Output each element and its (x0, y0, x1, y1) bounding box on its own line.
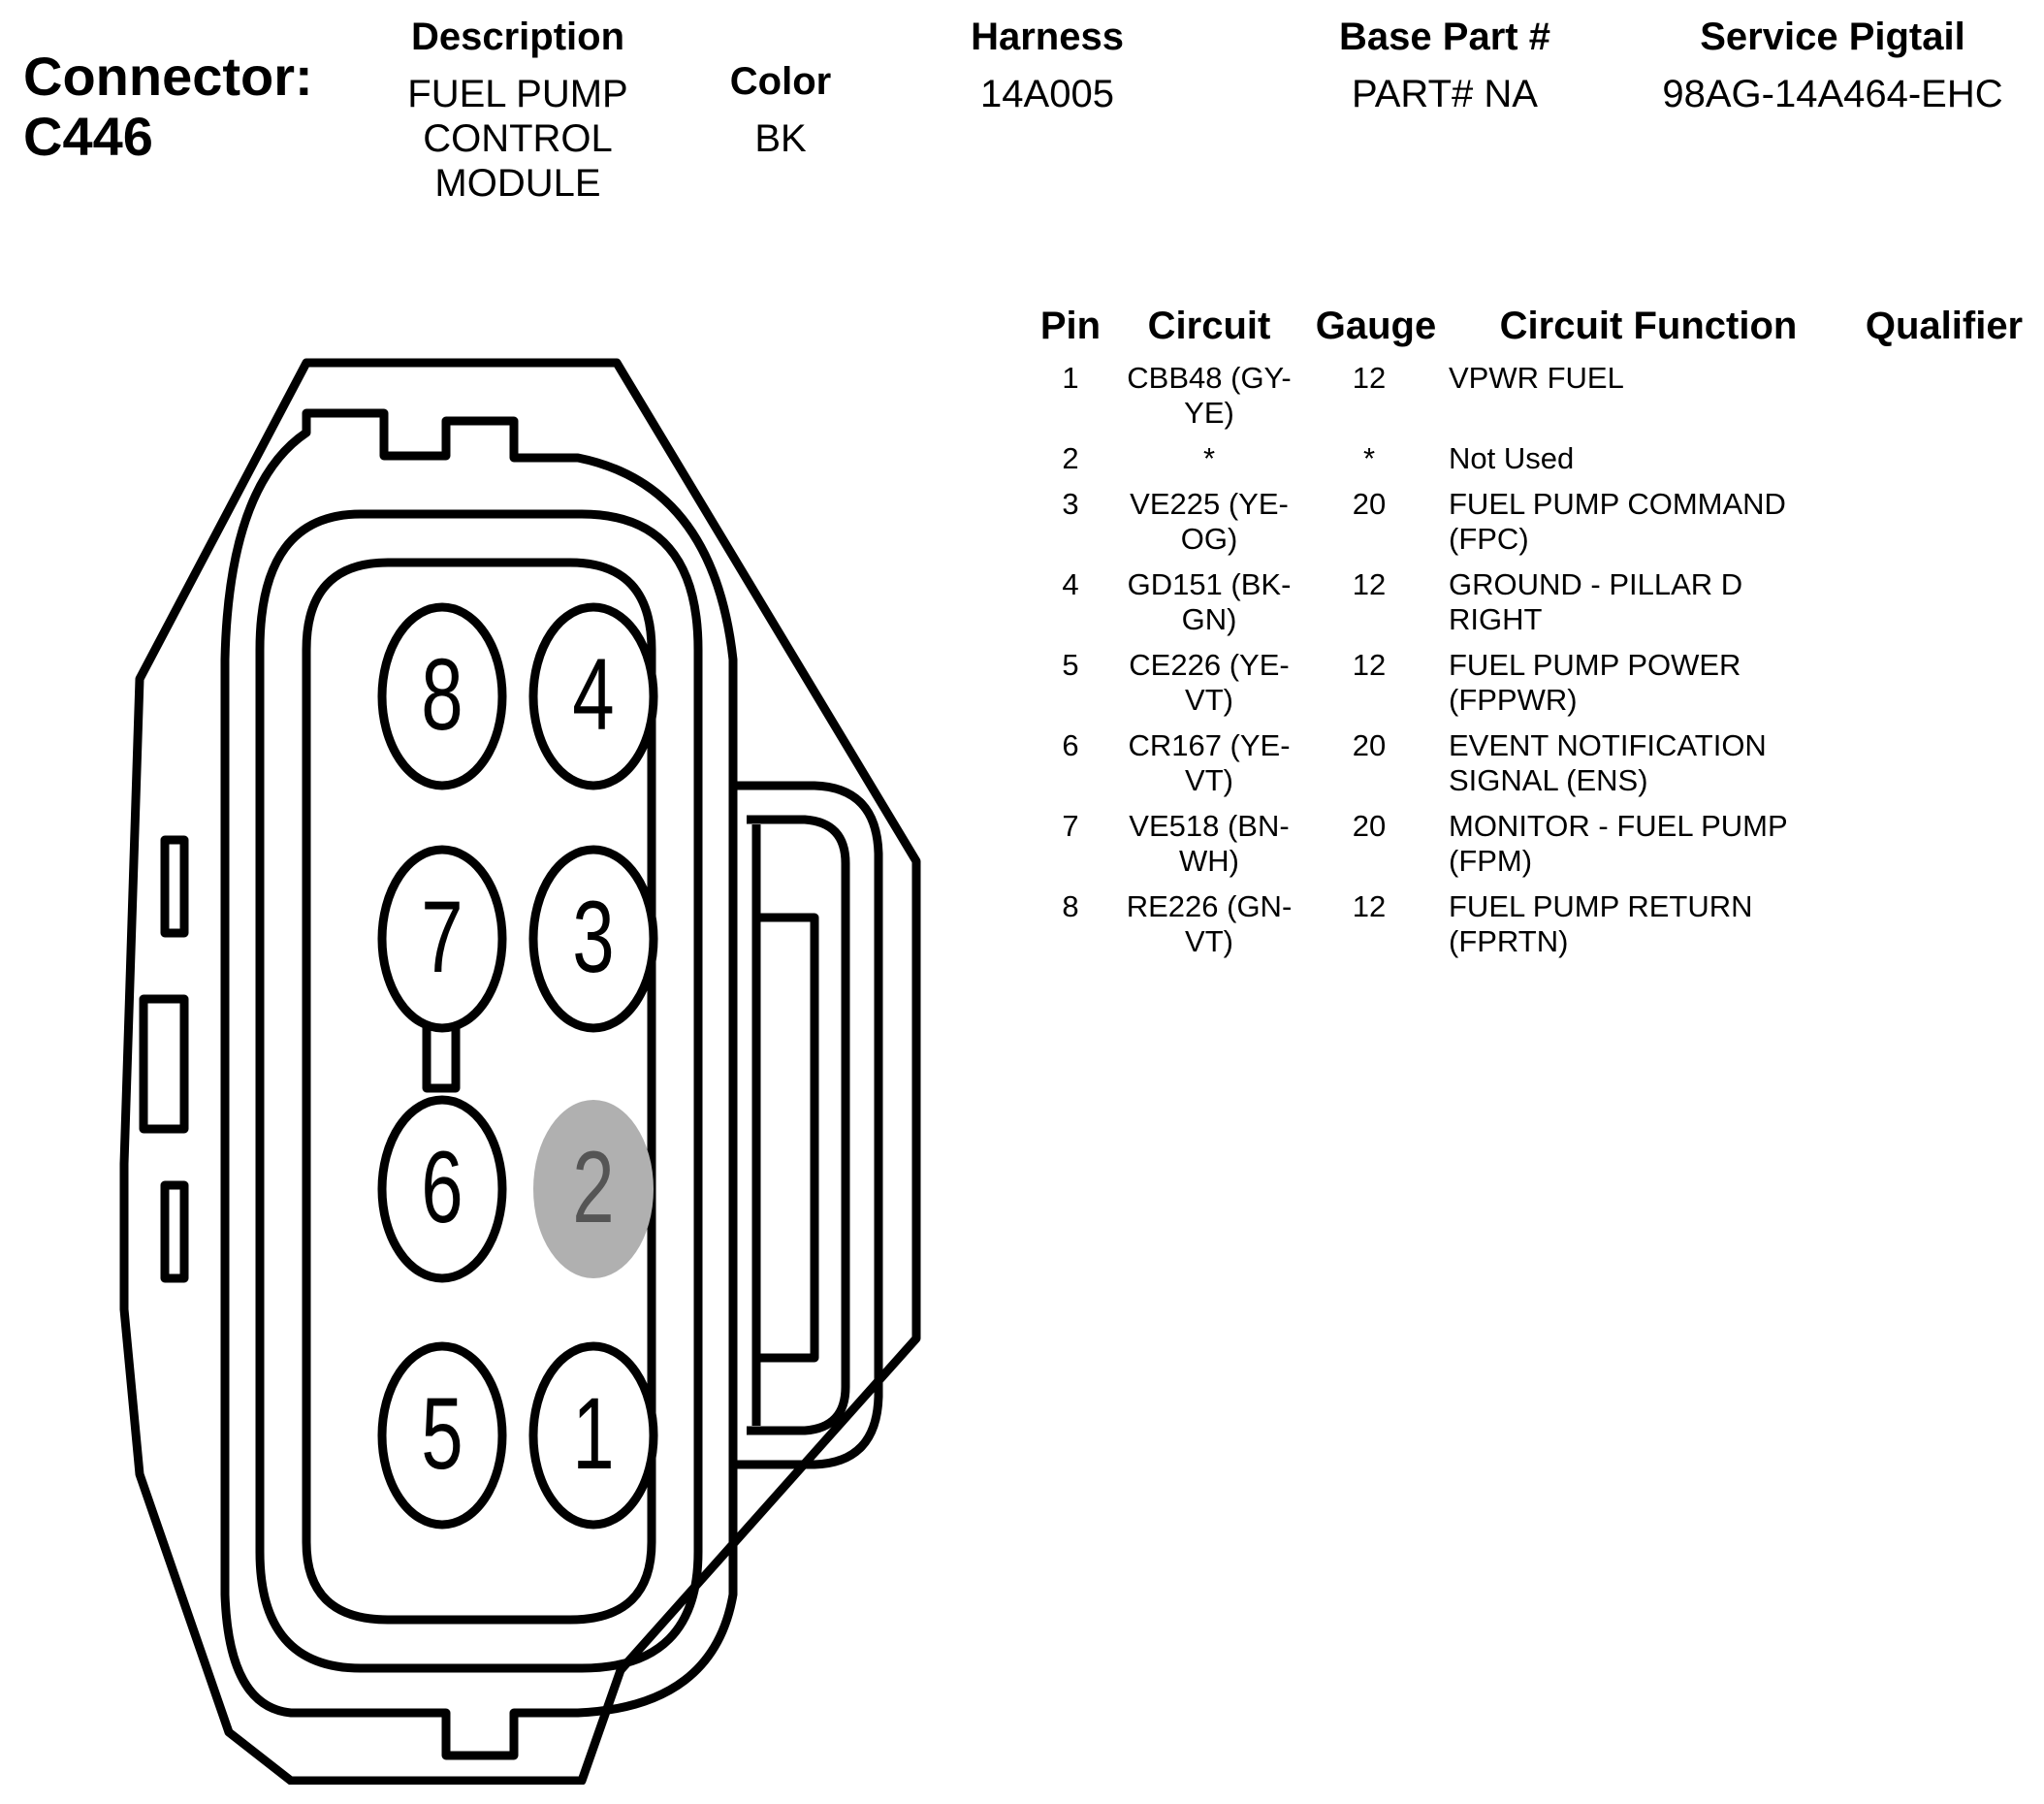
pin-5-cavity (377, 1341, 507, 1530)
left-rib-middle (139, 994, 189, 1134)
function-cell: FUEL PUMP COMMAND(FPC) (1449, 487, 1786, 556)
pin-number: 6 (1062, 728, 1079, 762)
service-pigtail-header: Service Pigtail (1700, 16, 1965, 58)
base-part-value: PART# NA (1352, 73, 1538, 115)
connector-label: Connector: (23, 46, 313, 107)
description-value-line-1: FUEL PUMP (407, 73, 628, 115)
gauge-cell: 12 (1352, 648, 1387, 682)
pin-2-label: 2 (572, 1130, 614, 1244)
color-header: Color (729, 60, 832, 103)
pin-6-label: 6 (421, 1130, 463, 1244)
circuit-cell: CBB48 (GY-YE) (1127, 361, 1292, 430)
table-row: 2 * * Not Used (1028, 441, 2036, 519)
pin-4-cavity (528, 602, 658, 790)
pin-column-header: Pin (1039, 305, 1102, 347)
gauge-cell: 12 (1352, 889, 1387, 923)
pin-2-cavity (533, 1100, 654, 1278)
connector-shroud (220, 408, 738, 1760)
pin-8-label: 8 (421, 637, 463, 752)
qualifier-column-header: Qualifier (1865, 305, 2024, 347)
description-value-line-2: CONTROL (423, 117, 613, 160)
circuit-cell: CR167 (YE-VT) (1128, 728, 1291, 797)
pin-1-label: 1 (572, 1376, 614, 1491)
pin-5-label: 5 (421, 1376, 463, 1491)
circuit-cell: VE518 (BN-WH) (1129, 809, 1290, 878)
pin-6-cavity (377, 1095, 507, 1283)
description-value-line-3: MODULE (434, 162, 601, 205)
circuit-cell: RE226 (GN-VT) (1126, 889, 1293, 958)
function-cell: VPWR FUEL (1449, 361, 1624, 395)
pin-number: 1 (1062, 361, 1079, 395)
circuit-cell: CE226 (YE-VT) (1129, 648, 1290, 717)
description-header: Description (410, 16, 625, 58)
function-cell: FUEL PUMP POWER(FPPWR) (1449, 648, 1741, 717)
connector-latch (737, 781, 883, 1469)
table-row: 1 CBB48 (GY-YE) 12 VPWR FUEL (1028, 361, 2036, 438)
function-cell: MONITOR - FUEL PUMP(FPM) (1449, 809, 1788, 878)
table-row: 7 VE518 (BN-WH) 20 MONITOR - FUEL PUMP(F… (1028, 809, 2036, 886)
gauge-cell: 12 (1352, 361, 1387, 395)
circuit-cell: GD151 (BK-GN) (1127, 567, 1292, 636)
connector-id: C446 (23, 106, 153, 167)
pin-4-label: 4 (572, 637, 614, 752)
base-part-header: Base Part # (1339, 16, 1550, 58)
harness-header: Harness (971, 16, 1124, 58)
gauge-cell: 20 (1352, 487, 1387, 521)
pin-cavity-outer (255, 509, 703, 1673)
circuit-cell: * (1202, 441, 1216, 475)
connector-housing-outline (119, 358, 921, 1785)
circuit-column-header: Circuit (1147, 305, 1271, 347)
pin-number: 3 (1062, 487, 1079, 521)
pin-number: 8 (1062, 889, 1079, 923)
left-rib-top (160, 835, 189, 938)
pin-number: 5 (1062, 648, 1079, 682)
color-value: BK (754, 117, 807, 160)
pin-number: 2 (1062, 441, 1079, 475)
table-row: 3 VE225 (YE-OG) 20 FUEL PUMP COMMAND(FPC… (1028, 487, 2036, 564)
pin-8-cavity (377, 602, 507, 790)
function-cell: Not Used (1449, 441, 1575, 475)
gauge-cell: 20 (1352, 809, 1387, 843)
function-cell: FUEL PUMP RETURN(FPRTN) (1449, 889, 1753, 958)
circuit-function-column-header: Circuit Function (1499, 305, 1798, 347)
table-row: 8 RE226 (GN-VT) 12 FUEL PUMP RETURN(FPRT… (1028, 889, 2036, 967)
pin-3-cavity (528, 845, 658, 1033)
gauge-column-header: Gauge (1315, 305, 1437, 347)
pin-cavity-inner (302, 558, 656, 1625)
pin-7-cavity (377, 845, 507, 1033)
harness-value: 14A005 (980, 73, 1114, 115)
service-pigtail-value: 98AG-14A464-EHC (1662, 73, 2003, 115)
pin-7-label: 7 (421, 880, 463, 994)
gauge-cell: * (1362, 441, 1376, 475)
pin-number: 7 (1062, 809, 1079, 843)
gauge-cell: 20 (1352, 728, 1387, 762)
circuit-cell: VE225 (YE-OG) (1130, 487, 1289, 556)
left-rib-bottom (160, 1180, 189, 1283)
pin-3-label: 3 (572, 880, 614, 994)
gauge-cell: 12 (1352, 567, 1387, 601)
pin-1-cavity (528, 1341, 658, 1530)
table-row: 5 CE226 (YE-VT) 12 FUEL PUMP POWER(FPPWR… (1028, 648, 2036, 725)
pin-number: 4 (1062, 567, 1079, 601)
